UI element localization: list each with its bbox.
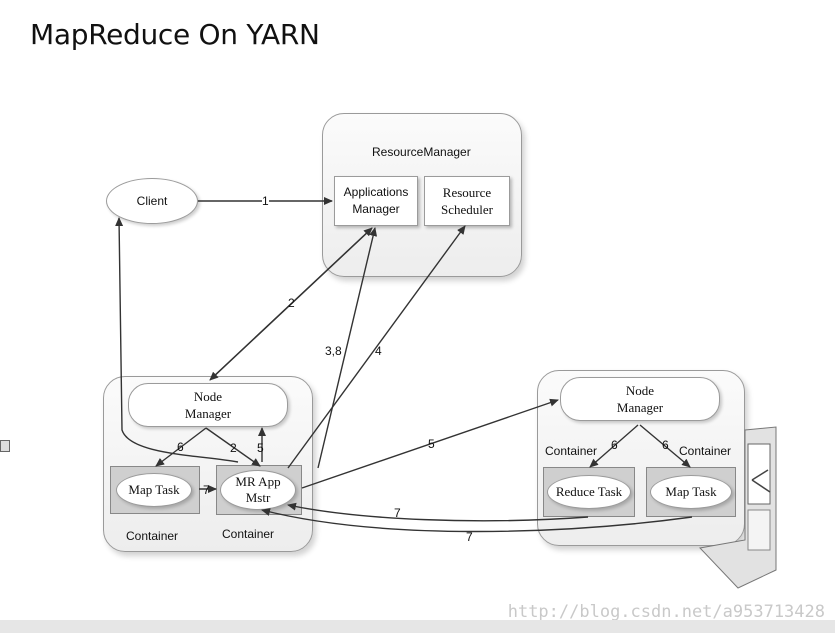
- page-title: MapReduce On YARN: [30, 18, 320, 51]
- container-label-left-a: Container: [126, 529, 179, 543]
- container-label-right-a: Container: [545, 444, 598, 458]
- arrow-label-5-right: 5: [428, 437, 435, 451]
- arrow-label-6-right-b: 6: [662, 438, 669, 452]
- watermark: http://blog.csdn.net/a953713428: [507, 602, 825, 622]
- resource-scheduler-box: Resource Scheduler: [424, 176, 510, 226]
- arrow-label-6-right-a: 6: [611, 438, 618, 452]
- mr-app-master: MR App Mstr: [220, 470, 296, 510]
- bottom-bar: [0, 620, 835, 633]
- arrow-label-4: 4: [375, 344, 382, 358]
- container-label-left-b: Container: [222, 527, 275, 541]
- arrow-label-7-bottom: 7: [466, 530, 473, 544]
- arrow-label-5-left: 5: [257, 441, 264, 455]
- side-book-icon: [0, 440, 10, 452]
- arrow-label-7-left: 7: [203, 483, 210, 497]
- arrow-label-3-8: 3,8: [325, 344, 342, 358]
- arrow-label-2-left: 2: [230, 441, 237, 455]
- resource-manager-label: ResourceManager: [372, 145, 471, 159]
- client-node: Client: [106, 178, 198, 224]
- node-manager-right: Node Manager: [560, 377, 720, 421]
- applications-manager-box: Applications Manager: [334, 176, 418, 226]
- node-manager-left: Node Manager: [128, 383, 288, 427]
- arrow-label-7-mid: 7: [394, 506, 401, 520]
- map-task-left: Map Task: [116, 473, 192, 507]
- arrow-label-2: 2: [288, 296, 295, 310]
- reduce-task-right: Reduce Task: [547, 475, 631, 509]
- arrow-label-1: 1: [262, 194, 269, 208]
- arrow-label-6-left: 6: [177, 440, 184, 454]
